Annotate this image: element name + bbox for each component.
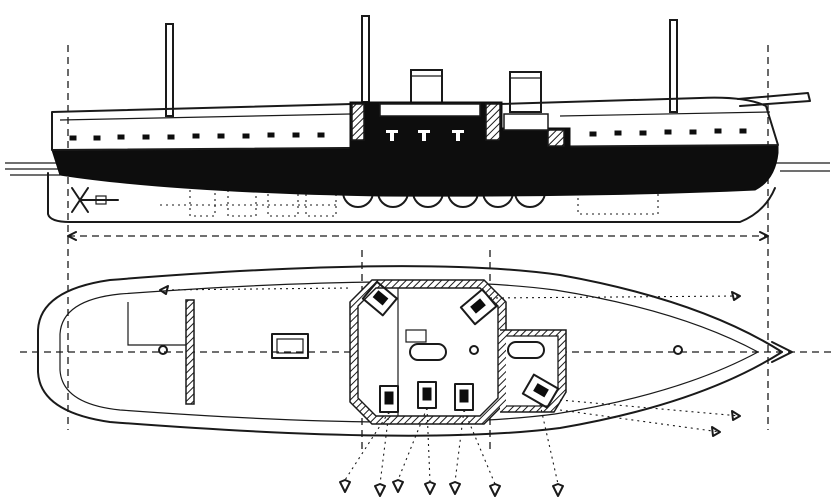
- forward-redoubt: [500, 329, 683, 413]
- deck-plan: [37, 265, 793, 497]
- mast-fore: [669, 19, 678, 113]
- bow-stem: [771, 341, 793, 363]
- citadel-elevation: [349, 101, 571, 159]
- masts: [165, 15, 678, 117]
- hull-underwater: [47, 172, 776, 223]
- hull-plan-inner: [59, 281, 760, 423]
- bow-gun: [737, 92, 811, 107]
- portholes: [69, 128, 747, 141]
- hull-plan-outer: [37, 265, 783, 437]
- mast-aft: [165, 23, 174, 117]
- propeller: [71, 187, 119, 213]
- mast-main: [361, 15, 370, 103]
- side-elevation: [5, 15, 830, 223]
- gun-aft-corner: [361, 280, 398, 317]
- funnels: [410, 69, 542, 113]
- funnel-fore: [509, 71, 542, 113]
- turret-guns: [361, 280, 498, 413]
- armour-belt: [51, 144, 779, 197]
- fire-arcs: [159, 285, 741, 497]
- gun-fore-corner: [459, 288, 498, 326]
